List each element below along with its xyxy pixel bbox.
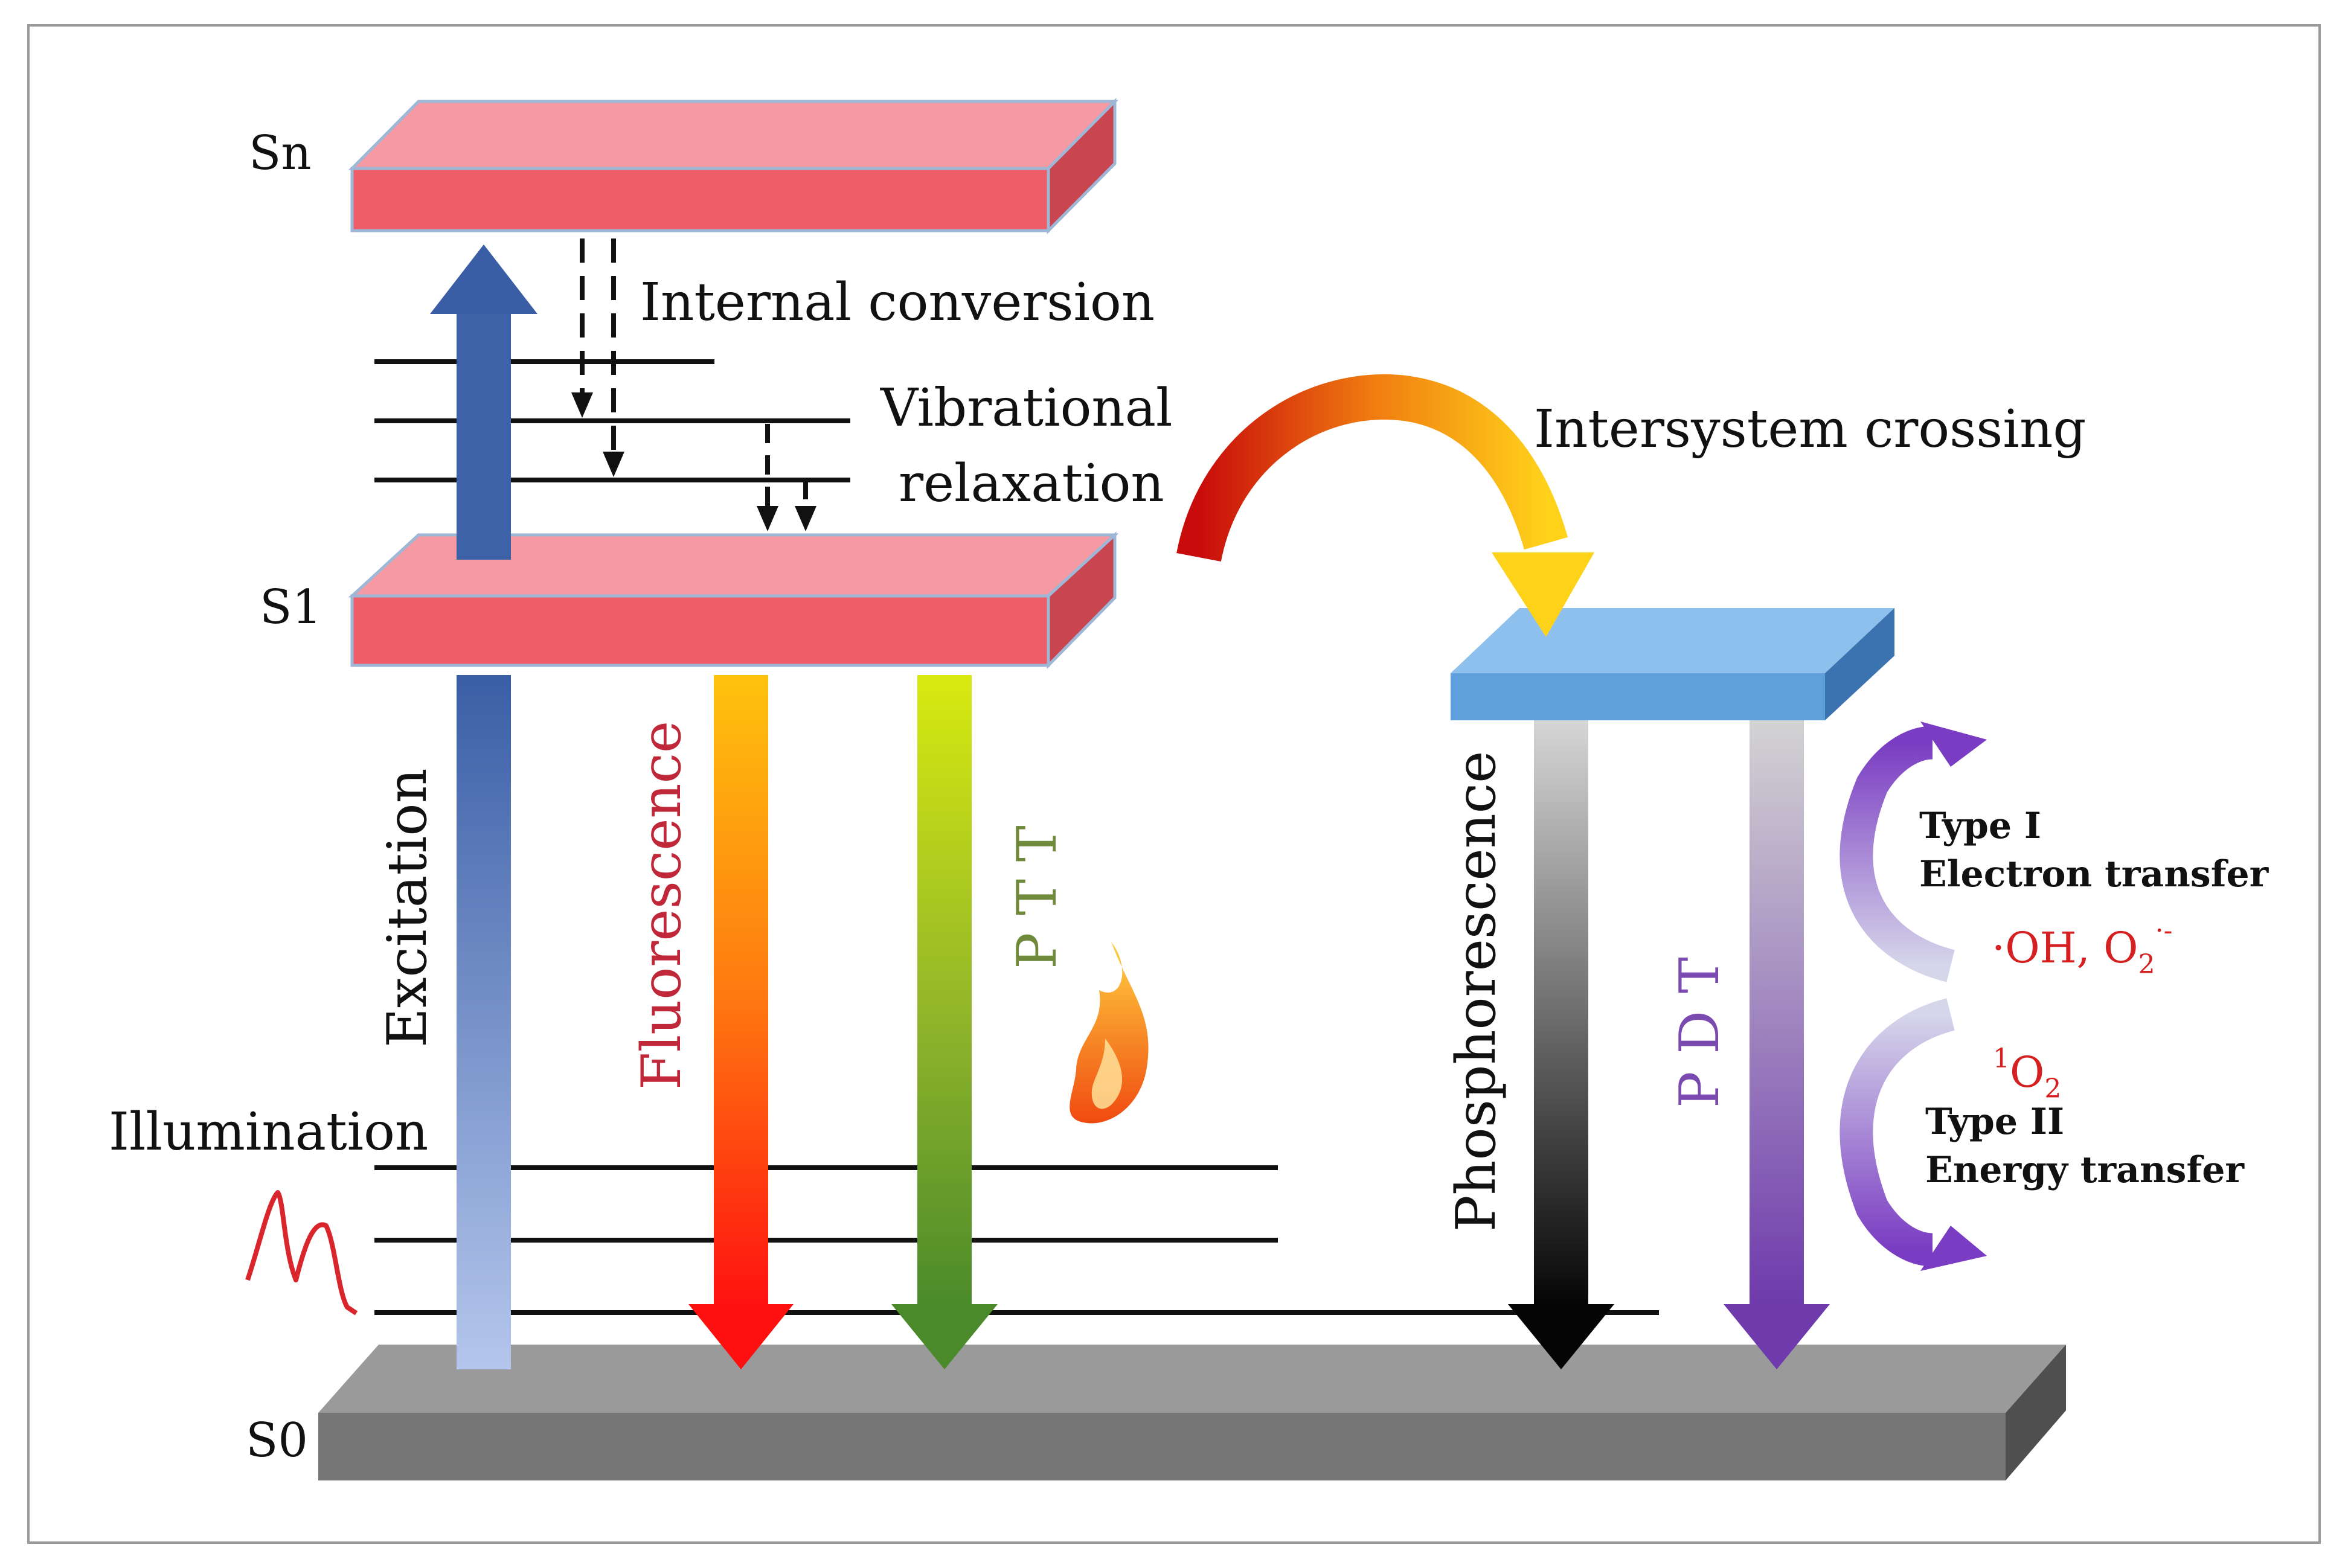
fluorescence-arrow xyxy=(688,675,794,1369)
s1-level-slab xyxy=(348,531,1119,670)
phosphorescence-label: Phosphorescence xyxy=(1445,751,1508,1232)
intersystem-crossing-arrow xyxy=(1176,374,1594,637)
type-two-label: Type II xyxy=(1925,1101,2064,1143)
radical-species-label: ·OH, O2·- xyxy=(1992,915,2172,980)
figure-border xyxy=(27,24,2321,1544)
illumination-label: Illumination xyxy=(109,1102,428,1162)
illumination-wave-icon xyxy=(245,1190,358,1316)
energy-transfer-label: Energy transfer xyxy=(1925,1149,2245,1191)
phosphorescence-arrow xyxy=(1508,720,1614,1369)
excitation-arrow xyxy=(430,245,537,1369)
type-one-label: Type I xyxy=(1919,805,2041,847)
triplet-level-slab xyxy=(1451,608,1894,720)
vibrational-lines-lower xyxy=(374,1165,1659,1315)
internal-conversion-arrows xyxy=(571,238,816,531)
type-one-arrow xyxy=(1840,722,1987,982)
intersystem-crossing-label: Intersystem crossing xyxy=(1534,399,2086,459)
pdt-label: P D T xyxy=(1668,957,1731,1108)
vibrational-lines-upper xyxy=(374,359,850,482)
relaxation-label: relaxation xyxy=(899,453,1164,514)
vibrational-label: Vibrational xyxy=(880,378,1173,438)
electron-transfer-label: Electron transfer xyxy=(1919,853,2269,895)
level-label-s0: S0 xyxy=(246,1413,308,1468)
ptt-arrow xyxy=(891,675,998,1369)
internal-conversion-label: Internal conversion xyxy=(640,272,1155,333)
level-label-sn: Sn xyxy=(249,126,312,181)
fluorescence-label: Fluorescence xyxy=(630,721,693,1090)
pdt-arrow xyxy=(1724,720,1830,1369)
flame-icon xyxy=(1070,942,1149,1124)
singlet-oxygen-label: 1O2 xyxy=(1993,1043,2061,1104)
s0-level-slab xyxy=(318,1345,2066,1480)
sn-level-slab xyxy=(348,97,1118,235)
excitation-label: Excitation xyxy=(376,768,439,1048)
ptt-label: P T T xyxy=(1006,825,1069,969)
level-label-s1: S1 xyxy=(260,580,322,635)
type-two-arrow xyxy=(1840,998,1987,1271)
